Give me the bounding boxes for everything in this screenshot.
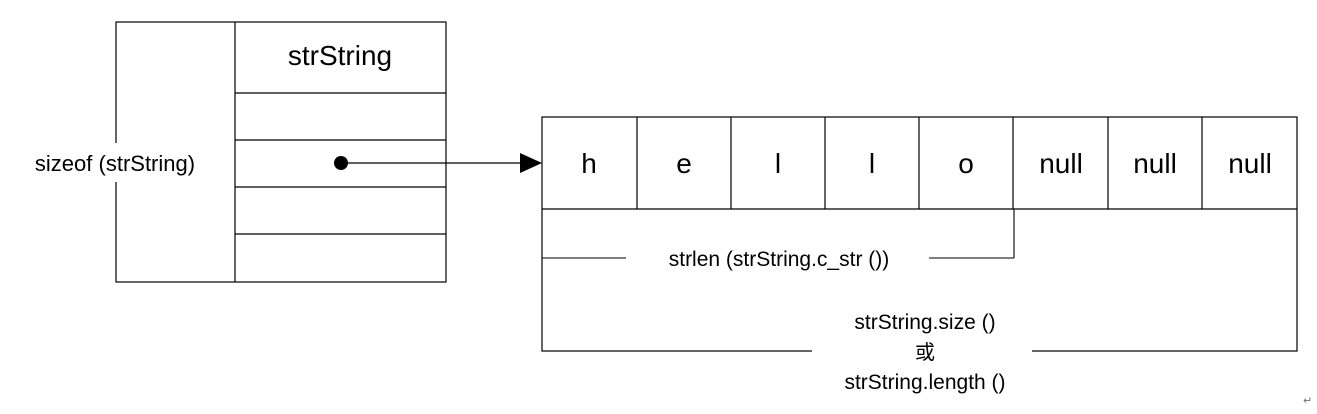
pointer-dot: [334, 156, 348, 170]
size-length-label-gap: [812, 340, 1032, 362]
object-title: strString: [288, 40, 392, 71]
buffer-char-l: l: [775, 148, 781, 179]
buffer-char-e: e: [676, 148, 692, 179]
strlen-measure: strlen (strString.c_str ()): [542, 209, 1015, 271]
strlen-label: strlen (strString.c_str ()): [669, 248, 890, 271]
or-label: 或: [915, 340, 935, 364]
size-method-label: strString.size (): [854, 311, 995, 334]
buffer-null: null: [1133, 148, 1177, 179]
left-size-label: sizeof (strString): [35, 151, 195, 176]
buffer-pointer: [334, 153, 542, 173]
pointer-arrowhead-icon: [520, 153, 542, 173]
buffer-char-l: l: [869, 148, 875, 179]
buffer-null: null: [1228, 148, 1272, 179]
size-length-measure: strString.size () 或 strString.length (): [812, 311, 1032, 394]
buffer-null: null: [1039, 148, 1083, 179]
length-method-label: strString.length (): [844, 371, 1005, 394]
string-object-frame: sizeof (strString) strString: [17, 21, 447, 283]
left-label-background: [17, 143, 213, 182]
character-buffer: h e l l o null null null: [541, 116, 1298, 352]
buffer-char-o: o: [958, 148, 974, 179]
paragraph-return-icon: ↵: [1303, 394, 1312, 407]
buffer-char-h: h: [581, 148, 597, 179]
